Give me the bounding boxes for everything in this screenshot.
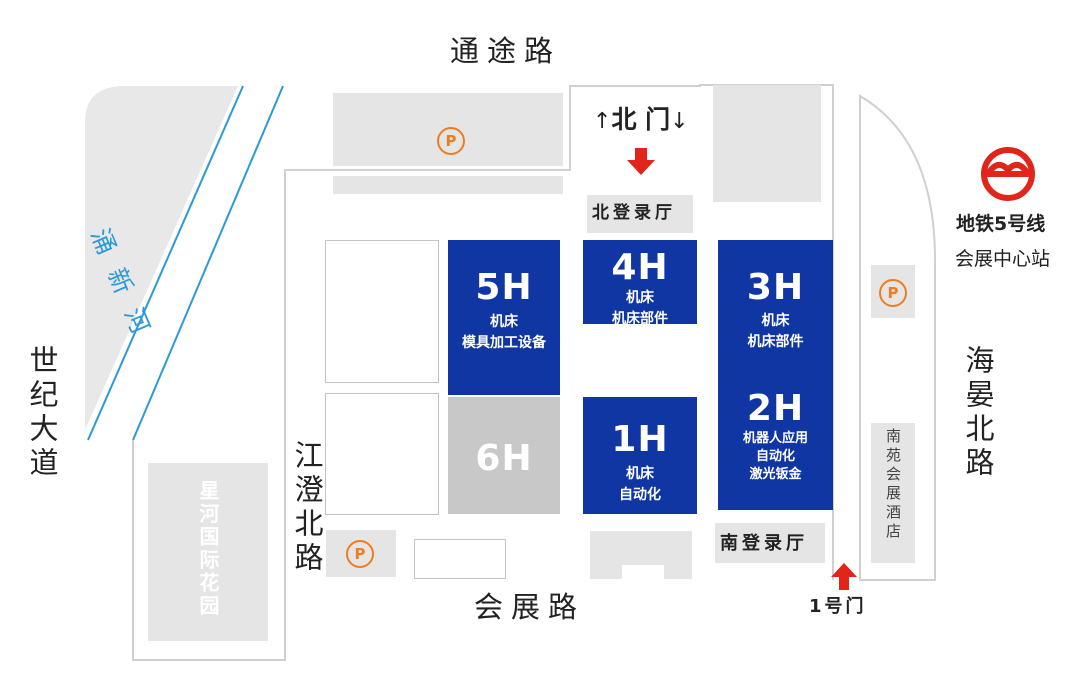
hall-5h-line1: 机床 bbox=[490, 314, 518, 330]
north-gate-text: 北 门 bbox=[611, 105, 671, 134]
hall-3h[interactable]: 3H 机床 机床部件 2H 机器人应用 自动化 激光钣金 bbox=[718, 240, 833, 510]
south-empty-block bbox=[414, 539, 506, 579]
parking-icon-north: P bbox=[437, 127, 465, 155]
hall-1h-code: 1H bbox=[611, 419, 669, 460]
north-gate-red-arrow-icon bbox=[627, 148, 655, 175]
north-hall-label: 北登录厅 bbox=[592, 203, 676, 223]
arrow-down-icon: ↓ bbox=[670, 109, 689, 134]
residential-label: 星河国际花园 bbox=[196, 480, 220, 618]
hall-4h[interactable]: 4H 机床 机床部件 bbox=[583, 240, 697, 327]
gate1-red-arrow-icon bbox=[831, 563, 857, 590]
hall-4h-line2: 机床部件 bbox=[612, 311, 668, 327]
west-gray-wedge bbox=[85, 86, 238, 660]
hall-5h-line2: 模具加工设备 bbox=[462, 335, 546, 351]
metro-station-label: 会展中心站 bbox=[955, 248, 1051, 270]
north-hall-block bbox=[587, 195, 693, 233]
parking-icon-south-west: P bbox=[346, 540, 374, 568]
residential-block bbox=[148, 463, 268, 641]
gate1-label: 1号门 bbox=[809, 596, 867, 617]
east-strip bbox=[859, 94, 936, 581]
hall-2h-line2: 自动化 bbox=[755, 449, 795, 464]
metro-line-label: 地铁5号线 bbox=[956, 213, 1046, 235]
south-center-notch bbox=[622, 565, 664, 579]
north-strip-block bbox=[333, 176, 563, 194]
arrow-up-icon: ↑ bbox=[593, 109, 612, 134]
hotel-label: 南苑会展酒店 bbox=[884, 428, 902, 542]
hall-4h-code: 4H bbox=[611, 247, 669, 288]
road-south: 会展路 bbox=[474, 590, 586, 624]
hall-2h-line3: 激光钣金 bbox=[749, 467, 802, 482]
hall-1h[interactable]: 1H 机床 自动化 bbox=[583, 397, 697, 514]
hall-3h-line2: 机床部件 bbox=[747, 334, 804, 350]
hall-3h-line1: 机床 bbox=[761, 313, 790, 329]
road-west: 世纪大道 bbox=[25, 345, 59, 481]
parking-icon-east: P bbox=[879, 279, 907, 307]
road-east: 海晏北路 bbox=[961, 345, 995, 481]
hall-1h-line1: 机床 bbox=[626, 466, 654, 482]
hall-5h-code: 5H bbox=[475, 267, 533, 308]
west-empty-block-upper bbox=[325, 240, 439, 383]
west-empty-block-lower bbox=[325, 393, 439, 515]
hall-6h[interactable]: 6H bbox=[448, 397, 560, 514]
river bbox=[87, 85, 284, 441]
road-north: 通途路 bbox=[450, 34, 562, 68]
hall-2h-line1: 机器人应用 bbox=[742, 431, 808, 446]
hall-1h-line2: 自动化 bbox=[619, 487, 661, 503]
metro-logo-icon bbox=[981, 147, 1035, 201]
hall-2h-code: 2H bbox=[746, 388, 805, 429]
hall-5h[interactable]: 5H 机床 模具加工设备 bbox=[448, 240, 560, 395]
south-hall-label: 南登录厅 bbox=[720, 533, 808, 554]
hall-6h-code: 6H bbox=[475, 438, 533, 479]
hall-3h-code: 3H bbox=[746, 267, 805, 308]
north-gate-label: ↑北 门↓ bbox=[593, 107, 689, 133]
south-hall-block bbox=[715, 523, 825, 563]
hall-4h-line1: 机床 bbox=[626, 290, 654, 306]
hotel-block bbox=[871, 423, 915, 563]
road-inner-west: 江澄北路 bbox=[290, 440, 324, 576]
north-east-block bbox=[713, 85, 821, 202]
